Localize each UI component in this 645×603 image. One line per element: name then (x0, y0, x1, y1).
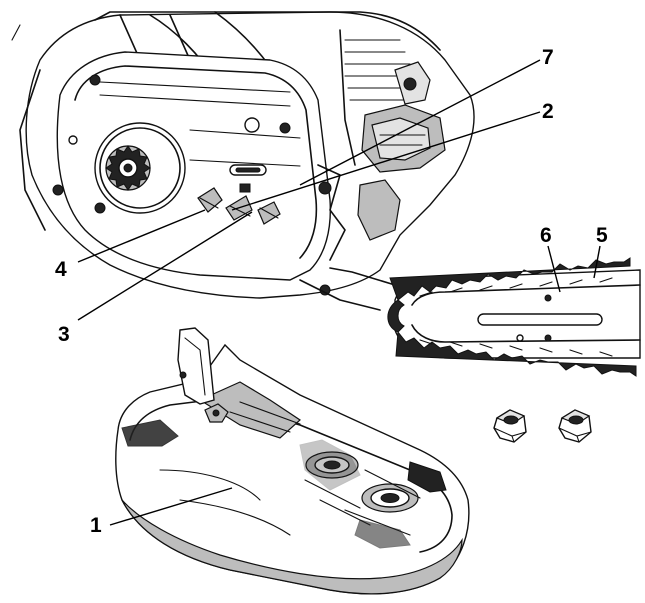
sprocket-cover (115, 327, 470, 595)
callout-7: 7 (542, 46, 554, 69)
callout-labels: 7 2 6 5 4 3 1 (55, 46, 608, 537)
leader-line-2 (231, 111, 541, 211)
leader-line-1 (109, 487, 233, 526)
chain-and-bar (387, 257, 641, 377)
leader-line-4 (77, 209, 206, 263)
callout-2: 2 (542, 100, 554, 123)
callout-1: 1 (90, 514, 102, 537)
callout-6: 6 (540, 224, 552, 247)
nut-icon (558, 409, 592, 443)
leader-line-3 (77, 211, 253, 321)
callout-3: 3 (58, 323, 70, 346)
leader-line-6 (547, 245, 561, 293)
leader-line-5 (593, 245, 601, 279)
sprocket-icon (105, 145, 151, 191)
chainsaw-body (11, 11, 475, 311)
callout-4: 4 (55, 258, 67, 281)
leader-line-7 (299, 59, 541, 186)
nut-icon (493, 409, 527, 443)
callout-5: 5 (596, 224, 608, 247)
leader-lines (77, 59, 601, 526)
